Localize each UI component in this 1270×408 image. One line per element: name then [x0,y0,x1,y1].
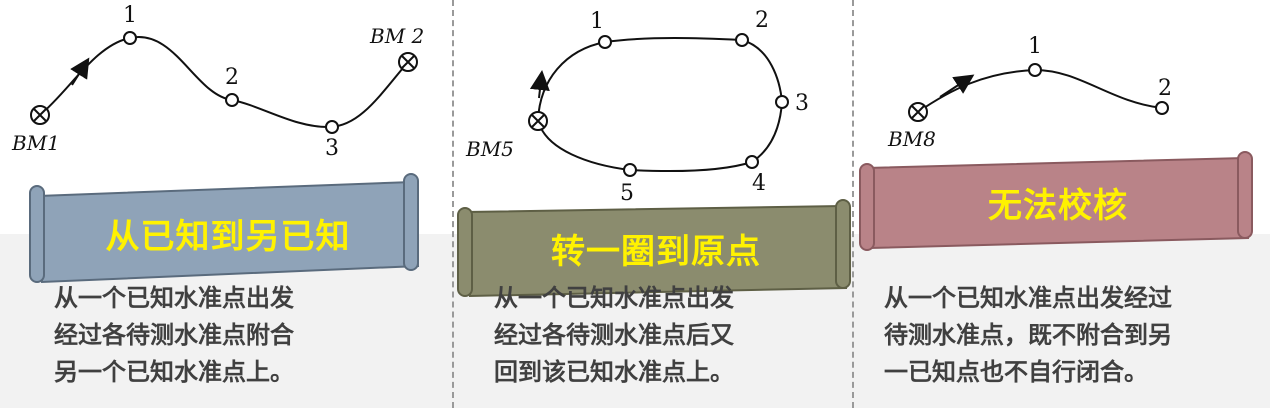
scroll-banner-1 [29,173,420,284]
panel-description-spur: 从一个已知水准点出发经过 待测水准点，既不附合到另 一已知点也不自行闭合。 [884,280,1172,391]
panel-title-spur: 无法校核 [988,185,1128,226]
benchmark-label: BM 2 [369,24,424,48]
point-label: 2 [1158,76,1172,101]
direction-arrow [70,57,90,86]
point-label: 3 [325,136,339,161]
benchmark-marker [528,111,548,131]
description-line: 从一个已知水准点出发经过 [884,284,1172,312]
point-marker [598,35,612,49]
description-line: 回到该已知水准点上。 [494,358,734,386]
benchmark-marker [30,105,50,125]
scroll-banner-2 [457,199,851,298]
benchmark-label: BM8 [887,127,936,151]
description-line: 从一个已知水准点出发 [494,284,734,312]
point-marker [735,33,749,47]
point-label: 1 [123,3,137,28]
point-label: 4 [752,171,766,196]
spur-route-diagram: BM8 1 2 [887,34,1172,151]
description-line: 一已知点也不自行闭合。 [884,358,1148,386]
point-marker [325,120,339,134]
description-line: 另一个已知水准点上。 [54,358,294,386]
point-label: 1 [1028,34,1042,59]
panel-title-attached: 从已知到另已知 [105,216,351,257]
point-marker [225,93,239,107]
point-label: 2 [225,65,239,90]
divider-right [852,0,854,408]
leveling-routes-diagram: BM1 BM 2 1 2 3 BM5 1 2 3 4 5 BM8 [11,3,1172,206]
divider-left [452,0,454,408]
panel-description-attached: 从一个已知水准点出发 经过各待测水准点附合 另一个已知水准点上。 [54,280,294,391]
point-marker [623,163,637,177]
panel-description-closed: 从一个已知水准点出发 经过各待测水准点后又 回到该已知水准点上。 [494,280,734,391]
closed-loop-diagram: BM5 1 2 3 4 5 [465,8,809,206]
direction-arrow [939,74,975,98]
description-line: 从一个已知水准点出发 [54,284,294,312]
point-marker [1155,101,1169,115]
description-line: 经过各待测水准点附合 [54,321,294,349]
point-marker [123,31,137,45]
panel-title-closed: 转一圈到原点 [551,231,761,272]
scroll-banners [29,151,1253,298]
benchmark-marker [908,102,928,122]
point-marker [775,95,789,109]
point-label: 1 [590,9,604,34]
benchmark-label: BM5 [465,137,514,161]
direction-arrow [529,70,550,99]
benchmark-marker [398,52,418,72]
point-marker [745,155,759,169]
point-marker [1028,63,1042,77]
description-line: 经过各待测水准点后又 [494,321,734,349]
benchmark-label: BM1 [11,131,60,155]
attached-route-diagram: BM1 BM 2 1 2 3 [11,3,424,161]
point-label: 3 [795,91,809,116]
scroll-banner-3 [859,151,1253,251]
point-label: 2 [755,8,769,33]
description-line: 待测水准点，既不附合到另 [884,321,1172,349]
point-label: 5 [620,181,634,206]
